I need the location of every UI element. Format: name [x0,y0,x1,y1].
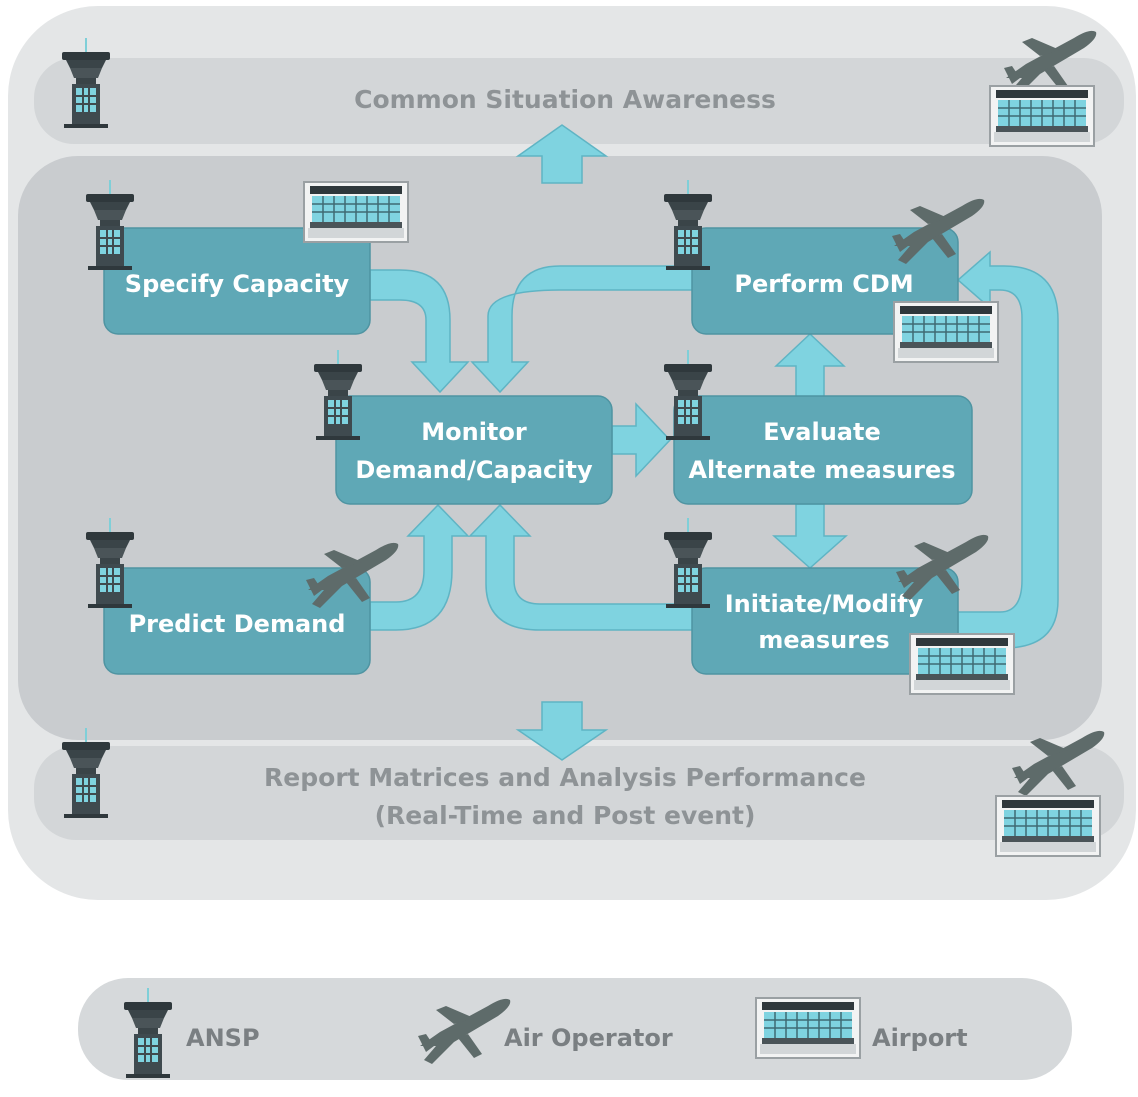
evaluate-label-line2: Alternate measures [688,456,955,484]
arrow-evaluate-to-perform [774,332,846,399]
specify-capacity-box [103,227,371,335]
arrow-specify-to-monitor [369,269,470,394]
arrow-predict-to-monitor [369,503,470,631]
airport-terminal-icon [909,633,1015,695]
monitor-label-line2: Demand/Capacity [355,456,593,484]
initiate-box [691,567,959,675]
initiate-label-line2: measures [758,626,889,654]
perform-cdm-label: Perform CDM [734,270,913,298]
arrow-down-to-report [515,701,609,761]
specify-capacity-label: Specify Capacity [125,270,350,298]
airport-terminal-icon [989,85,1095,147]
arrow-initiate-to-monitor [468,503,715,631]
arrow-up-to-awareness [515,124,609,184]
report-label-line2: (Real-Time and Post event) [375,801,756,830]
situation-awareness-label: Common Situation Awareness [354,85,776,114]
predict-demand-box [103,567,371,675]
legend-air-operator-label: Air Operator [504,1024,673,1052]
legend-ansp-label: ANSP [186,1024,260,1052]
airport-terminal-icon [303,181,409,243]
airport-terminal-icon [893,301,999,363]
situation-awareness-band [34,58,1124,144]
report-band [34,746,1124,840]
evaluate-box [673,395,973,505]
airport-terminal-icon [755,997,861,1059]
initiate-label-line1: Initiate/Modify [725,590,924,618]
monitor-label-line1: Monitor [421,418,527,446]
legend-airport-label: Airport [872,1024,968,1052]
evaluate-label-line1: Evaluate [763,418,881,446]
monitor-box [335,395,613,505]
process-boxes: Specify Capacity Predict Demand Monitor … [103,227,973,675]
airport-terminal-icon [995,795,1101,857]
report-label-line1: Report Matrices and Analysis Performance [264,763,866,792]
predict-demand-label: Predict Demand [129,610,346,638]
arrow-evaluate-to-initiate [772,503,848,570]
flow-arrows [369,250,1059,649]
arrow-monitor-to-evaluate [611,402,672,478]
arrow-initiate-to-perform [956,250,1059,649]
perform-cdm-box [691,227,959,335]
arrow-perform-to-monitor [470,265,715,394]
